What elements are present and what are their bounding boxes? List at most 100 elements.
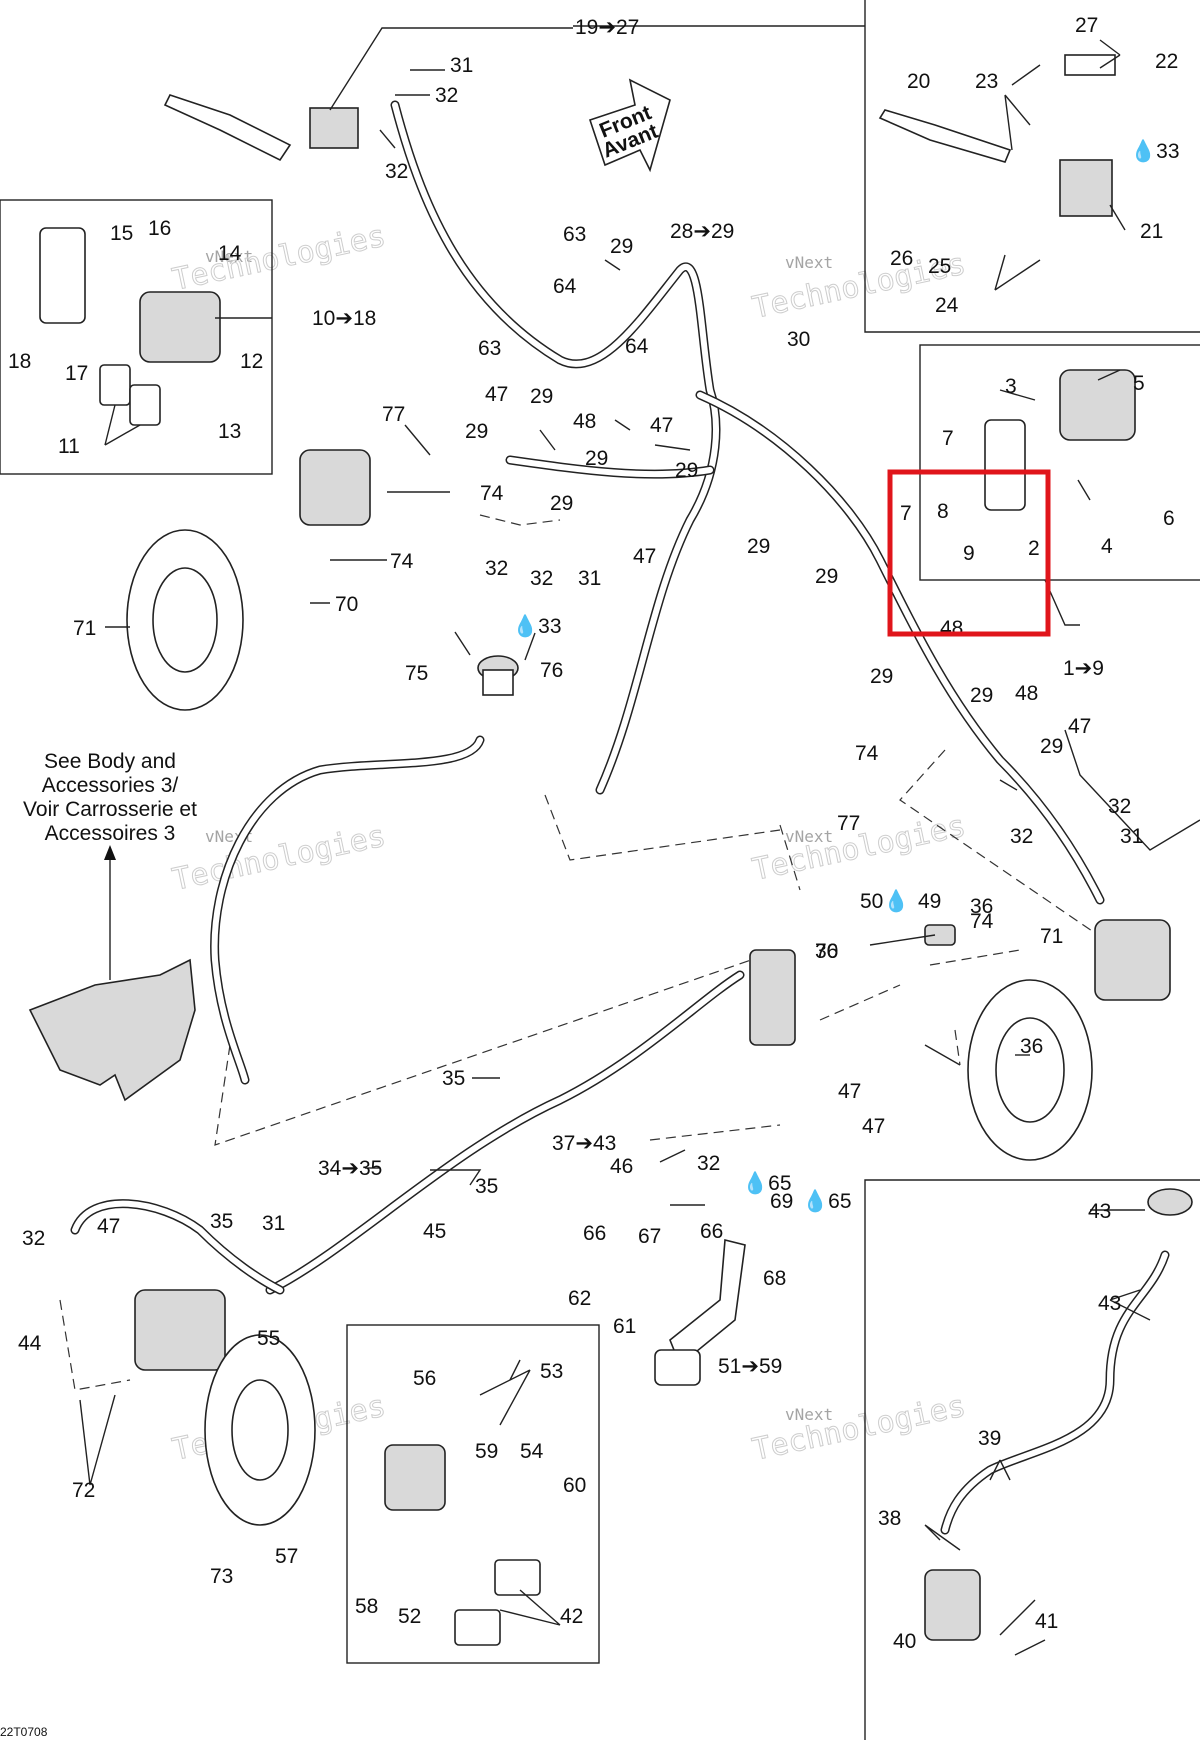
- callout-label: 47: [485, 383, 508, 406]
- callout-label: 32: [1010, 825, 1033, 848]
- master-cylinder-inset: [1059, 159, 1113, 217]
- caliper-bracket: [984, 419, 1026, 511]
- callout-label: 54: [520, 1440, 544, 1463]
- callout-label: 37➔43: [552, 1132, 616, 1155]
- callout-label: 74: [970, 910, 994, 933]
- inset-frame-front-left-caliper: [0, 199, 273, 475]
- callout-label: 11: [58, 435, 80, 458]
- svg-text:Technologies: Technologies: [169, 819, 388, 898]
- callout-label: 1➔9: [1063, 657, 1104, 680]
- front-left-caliper-inset: [139, 291, 221, 363]
- callout-label: 32: [385, 160, 408, 183]
- callout-label: 61: [613, 1315, 636, 1338]
- routing-lines: [59, 514, 1121, 1391]
- callout-label: 31: [262, 1212, 285, 1235]
- svg-text:Technologies: Technologies: [749, 1389, 968, 1468]
- callout-labels: 19➔27 31 32 32 63 29 28➔29 64 64 63 29 3…: [8, 14, 1180, 1653]
- callout-label: 31: [1120, 825, 1143, 848]
- callout-label: 10➔18: [312, 307, 376, 330]
- callout-label: 32: [435, 84, 458, 107]
- callout-label: 66: [583, 1222, 606, 1245]
- callout-label: 57: [275, 1545, 298, 1568]
- callout-label: 30: [787, 328, 810, 351]
- callout-label: 29: [675, 459, 698, 482]
- callout-label: 9: [963, 542, 975, 565]
- callout-label: 56: [413, 1367, 436, 1390]
- svg-text:Accessoires 3: Accessoires 3: [45, 822, 176, 845]
- callout-label: 47: [862, 1115, 885, 1138]
- front-master-cylinder: [309, 107, 359, 149]
- callout-label: 50💧: [860, 888, 910, 913]
- callout-label: 31: [578, 567, 601, 590]
- callout-label: 47: [633, 545, 656, 568]
- callout-label: 18: [8, 350, 31, 373]
- callout-label: 53: [540, 1360, 563, 1383]
- callout-label: 16: [148, 217, 171, 240]
- callout-label: 48: [1015, 682, 1038, 705]
- callout-label: 25: [928, 255, 951, 278]
- callout-label: 48: [573, 410, 596, 433]
- callout-label: 43: [1098, 1292, 1121, 1315]
- front-direction-arrow: Front Avant: [588, 78, 671, 173]
- callout-label: 29: [465, 420, 488, 443]
- callout-label: 48: [940, 617, 963, 640]
- front-right-caliper: [1094, 919, 1171, 1001]
- callout-label: 66: [700, 1220, 723, 1243]
- callout-label: 8: [937, 500, 949, 523]
- callout-label: 38: [878, 1507, 901, 1530]
- reference-note: See Body and Accessories 3/ Voir Carross…: [23, 750, 197, 980]
- callout-label: 68: [763, 1267, 786, 1290]
- callout-label: 74: [855, 742, 879, 765]
- leader-lines: [79, 25, 1200, 1656]
- callout-label: 46: [610, 1155, 633, 1178]
- brake-pedal-pad: [654, 1349, 701, 1386]
- callout-label: 72: [72, 1479, 95, 1502]
- callout-label: 2: [1028, 537, 1040, 560]
- callout-label: 62: [568, 1287, 591, 1310]
- callout-label: 12: [240, 350, 263, 373]
- rear-brake-pad: [454, 1609, 501, 1646]
- callout-label: 19➔27: [575, 16, 639, 39]
- callout-label: 77: [837, 812, 860, 835]
- callout-label: 32: [697, 1152, 720, 1175]
- front-right-caliper-inset: [1059, 369, 1136, 441]
- callout-label: 59: [475, 1440, 498, 1463]
- rear-disc-hub: [231, 1379, 289, 1481]
- callout-label: 29: [550, 492, 573, 515]
- callout-label: 41: [1035, 1610, 1058, 1633]
- callout-label: 47: [97, 1215, 120, 1238]
- callout-label: 47: [650, 414, 673, 437]
- svg-text:vNext: vNext: [205, 247, 253, 266]
- callout-label: 7: [942, 427, 954, 450]
- callout-label: 32: [1108, 795, 1131, 818]
- callout-label: 24: [935, 294, 959, 317]
- callout-label: 23: [975, 70, 998, 93]
- callout-label: 29: [1040, 735, 1063, 758]
- callout-label: 63: [563, 223, 586, 246]
- brake-pedal: [669, 1238, 746, 1367]
- callout-label: 36: [970, 895, 993, 918]
- callout-label: 28➔29: [670, 220, 734, 243]
- callout-label: 32: [485, 557, 508, 580]
- callout-label: 77: [382, 403, 405, 426]
- callout-label: 29: [747, 535, 770, 558]
- callout-label: 42: [560, 1605, 583, 1628]
- callout-label: 34➔35: [318, 1157, 382, 1180]
- reservoir-cover: [1064, 54, 1116, 76]
- callout-label: 32: [22, 1227, 45, 1250]
- callout-label: 3: [1005, 375, 1017, 398]
- callout-label: 71: [1040, 925, 1063, 948]
- callout-label: 58: [355, 1595, 378, 1618]
- rear-master-cylinder-inset: [924, 1569, 981, 1641]
- callout-label: 💧65: [802, 1188, 852, 1213]
- callout-label: 40: [893, 1630, 916, 1653]
- rear-caliper: [134, 1289, 226, 1371]
- callout-label: 35: [210, 1210, 233, 1233]
- callout-label: 47: [1068, 715, 1091, 738]
- callout-label: 39: [978, 1427, 1001, 1450]
- svg-text:vNext: vNext: [785, 253, 833, 272]
- callout-label: 70: [815, 940, 838, 963]
- callout-label: 6: [1163, 507, 1175, 530]
